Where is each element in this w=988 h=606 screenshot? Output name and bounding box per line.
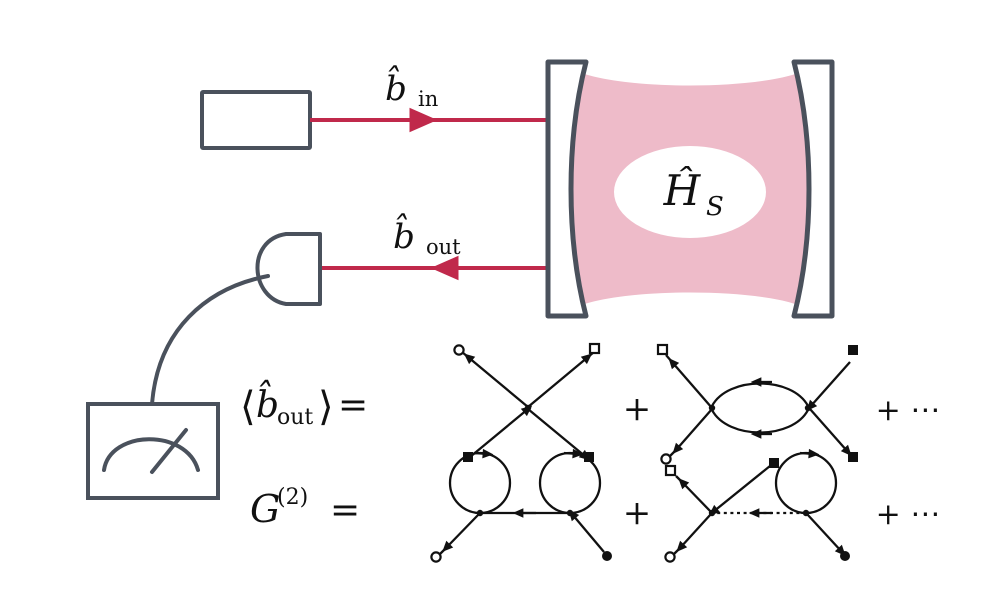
equals-sign-bout: = xyxy=(338,385,368,426)
vt-loop-arrow xyxy=(799,448,820,459)
leg-upper-left xyxy=(463,353,529,408)
bubble-vertex-left xyxy=(708,404,716,412)
vt-endpoint-open-circle xyxy=(664,551,676,563)
ket-bracket: ⟩ xyxy=(318,384,334,430)
vt-leg-lower-right xyxy=(806,513,846,556)
vt-leg-ll-stub xyxy=(673,547,681,555)
g2-symbol: G xyxy=(250,487,280,531)
vertex-dot xyxy=(524,404,532,412)
diagram-bubble-loop xyxy=(656,343,858,465)
equation-row-g2: G (2) = xyxy=(250,485,360,531)
bubble-leg-upper-right xyxy=(806,361,851,412)
tadpole-leg-right xyxy=(568,509,605,553)
photodetector[interactable] xyxy=(255,232,322,306)
bout-symbol: b̂ xyxy=(256,380,279,426)
tadpole-loop-left-arrow xyxy=(473,448,494,459)
meter-gauge-arc xyxy=(102,437,200,472)
tadpole-endpoint-open-circle xyxy=(430,551,442,563)
bubble-endpoint-filled-square-top xyxy=(848,345,858,355)
bubble-leg-lower-left xyxy=(672,408,713,455)
input-beam-label: b̂ in xyxy=(385,66,438,111)
tadpole-vertex-left xyxy=(476,509,484,517)
vt-leg-upper-left xyxy=(678,478,713,514)
tadpole-endpoint-filled-circle xyxy=(602,551,612,561)
equals-sign-g2: = xyxy=(330,490,360,531)
bubble-vertex-right xyxy=(804,404,812,412)
input-beam-symbol: b̂ xyxy=(385,66,407,109)
vt-vertex-left xyxy=(708,509,716,517)
bubble-leg-upper-left xyxy=(668,357,713,409)
hamiltonian-symbol: Ĥ xyxy=(663,165,702,215)
vt-leg-upper-right xyxy=(708,465,771,516)
diagram-crossed-vertex xyxy=(453,342,601,462)
plus-sign-row1: + xyxy=(623,389,652,429)
hamiltonian-subscript: S xyxy=(706,192,724,222)
laser-source-box[interactable] xyxy=(200,90,312,150)
diagram-double-tadpole xyxy=(430,448,612,563)
cavity-left-mirror[interactable] xyxy=(545,59,589,319)
leg-lower-left xyxy=(469,405,533,458)
bubble-endpoint-open-circle xyxy=(660,453,672,465)
vt-vertex-right xyxy=(802,509,810,517)
endpoint-filled-square-right xyxy=(584,452,594,462)
g2-superscript: (2) xyxy=(277,485,308,510)
meter-needle xyxy=(150,428,188,474)
endpoint-open-square xyxy=(588,342,601,355)
bra-bracket: ⟨ xyxy=(240,384,256,430)
bubble-endpoint-open-square xyxy=(656,343,669,356)
leg-upper-right xyxy=(527,353,593,408)
output-beam-symbol: b̂ xyxy=(393,214,415,257)
analog-meter-box[interactable] xyxy=(86,402,220,500)
vt-endpoint-filled-square xyxy=(769,458,779,468)
vt-endpoint-filled-circle xyxy=(840,551,850,561)
bubble-leg-ll-stub xyxy=(669,449,677,457)
hamiltonian-label: Ĥ S xyxy=(663,165,724,222)
diagram-vertex-tadpole xyxy=(664,448,850,563)
detector-cable xyxy=(150,274,270,406)
endpoint-open-circle xyxy=(453,344,465,356)
ellipsis-row1: + ⋯ xyxy=(876,393,941,428)
tadpole-loop-right-arrow xyxy=(563,448,584,459)
output-beam-label: b̂ out xyxy=(393,214,461,259)
cavity-right-mirror[interactable] xyxy=(791,59,835,319)
plus-sign-row2: + xyxy=(623,493,652,533)
vt-leg-ul-stub xyxy=(675,475,683,483)
vt-leg-lower-left xyxy=(676,513,712,552)
ellipsis-row2: + ⋯ xyxy=(876,497,941,532)
vt-endpoint-open-square xyxy=(664,464,677,477)
tadpole-leg-left-stub xyxy=(439,547,447,555)
input-beam-subscript: in xyxy=(418,87,438,111)
endpoint-filled-square-left xyxy=(463,452,473,462)
tadpole-vertex-right xyxy=(566,509,574,517)
bubble-leg-ul-stub xyxy=(665,354,673,363)
output-beam-subscript: out xyxy=(426,235,461,259)
hamiltonian-ellipse xyxy=(614,146,766,238)
tadpole-leg-left xyxy=(442,513,480,552)
equation-row-bout: ⟨ b̂ out ⟩ = xyxy=(240,380,368,430)
bout-subscript: out xyxy=(277,405,313,430)
bubble-endpoint-filled-square-bottom xyxy=(848,452,858,462)
bubble-leg-lower-right xyxy=(809,408,852,457)
